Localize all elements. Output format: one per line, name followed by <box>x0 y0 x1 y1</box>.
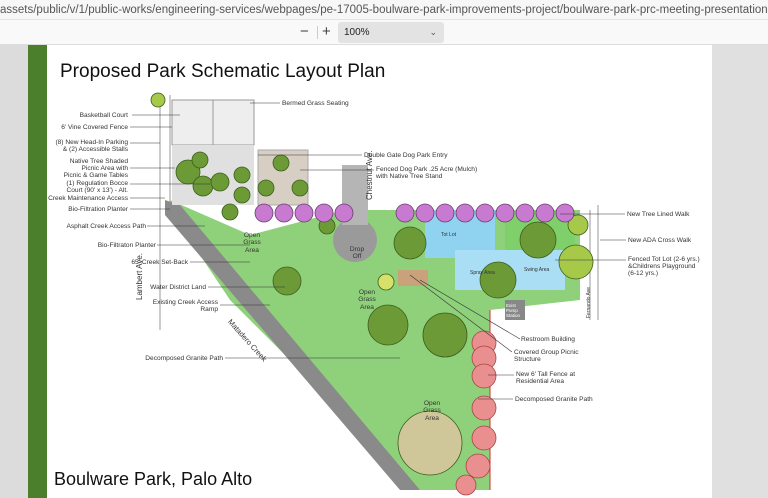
label-fence-1: New 6' Tall Fence at <box>516 371 576 378</box>
pink-trees <box>254 203 575 223</box>
leader-lines <box>130 102 626 400</box>
label-biofiltration-1: Bio-Filtration Planter <box>68 206 128 213</box>
label-dg-path-left: Decomposed Granite Path <box>145 355 223 362</box>
street-lines <box>159 95 599 330</box>
red-trees <box>455 330 497 496</box>
map-open-grass-1: Open Grass Area <box>243 232 261 254</box>
label-dog-park-entry: Double Gate Dog Park Entry <box>364 152 448 159</box>
label-fence-2: Residential Area <box>516 378 565 385</box>
map-swing-area: Swing Area <box>524 267 550 273</box>
label-creek-ramp-1: Existing Creek Access <box>152 299 218 306</box>
zoom-select[interactable]: 100% ⌄ <box>338 22 444 43</box>
label-vine-fence: 6' Vine Covered Fence <box>61 124 128 131</box>
label-tot-lot-2: &Childrens Playground <box>628 263 696 270</box>
label-water-district: Water District Land <box>150 284 206 291</box>
label-picnic-structure-2: Structure <box>514 356 541 363</box>
street-lambert: Lambert Ave. <box>135 253 144 300</box>
label-creek-setback: 65' Creek Set-Back <box>131 259 188 266</box>
slide-title: Proposed Park Schematic Layout Plan <box>60 61 386 82</box>
label-creek-ramp-2: Ramp <box>200 306 218 313</box>
label-tot-lot-1: Fenced Tot Lot (2-6 yrs.) <box>628 256 700 263</box>
label-parking-2: & (2) Accessible Stalls <box>62 146 128 153</box>
label-asphalt-path: Asphalt Creek Access Path <box>66 223 146 230</box>
toolbar-divider <box>317 26 318 39</box>
picnic-structure <box>398 270 428 286</box>
label-picnic-1: Native Tree Shaded <box>69 158 128 165</box>
zoom-out-button[interactable]: − <box>300 23 309 40</box>
zoom-in-button[interactable]: + <box>322 23 331 40</box>
label-basketball-court: Basketball Court <box>79 112 128 119</box>
label-dog-park-2: with Native Tree Stand <box>376 173 443 180</box>
address-bar[interactable]: assets/public/v/1/public-works/engineeri… <box>0 0 768 20</box>
pump-station <box>505 300 525 320</box>
map-open-grass-3: Open Grass Area <box>423 400 441 422</box>
map-pump-station: Exist Pump Station <box>506 303 521 318</box>
street-fernando: Fernando Ave <box>586 286 592 318</box>
street-chestnut: Chestnut Ave. <box>365 150 374 200</box>
label-bocce-2: Court (90' x 13') - Alt. <box>66 187 128 194</box>
label-dg-path-right: Decomposed Granite Path <box>515 396 593 403</box>
label-picnic-3: Picnic & Game Tables <box>63 172 128 179</box>
map-drop-off: Drop Off <box>349 246 365 261</box>
label-bocce-1: (1) Regulation Bocce <box>66 180 128 187</box>
label-creek-maintenance: Creek Maintenance Access <box>48 195 128 202</box>
label-parking-1: (8) New Head-In Parking <box>55 139 128 146</box>
label-picnic-2: Picnic Area with <box>81 165 128 172</box>
map-open-grass-2: Open Grass Area <box>358 289 376 311</box>
slide-footer: Boulware Park, Palo Alto <box>54 469 253 489</box>
map-tot-lot: Tot Lot <box>441 232 457 238</box>
label-bermed-seating: Bermed Grass Seating <box>282 100 349 107</box>
viewer-background <box>712 45 768 498</box>
green-trees <box>150 92 594 476</box>
label-tree-lined-walk: New Tree Lined Walk <box>627 211 690 218</box>
drop-off <box>333 218 377 262</box>
accent-bar <box>28 45 47 498</box>
label-tot-lot-3: (6-12 yrs.) <box>628 270 659 277</box>
label-picnic-structure-1: Covered Group Picnic <box>514 349 579 356</box>
label-biofiltration-2: Bio-Filtraton Planter <box>97 242 156 249</box>
label-restroom: Restroom Building <box>521 336 575 343</box>
zoom-value: 100% <box>344 27 370 38</box>
label-dog-park-1: Fenced Dog Park .25 Acre (Mulch) <box>376 166 478 173</box>
pdf-toolbar: − + 100% ⌄ <box>0 20 768 45</box>
label-ada-crosswalk: New ADA Cross Walk <box>628 237 692 244</box>
map-spray-area: Spray Area <box>470 270 495 276</box>
chevron-down-icon: ⌄ <box>429 27 437 37</box>
creek-path <box>165 200 420 490</box>
